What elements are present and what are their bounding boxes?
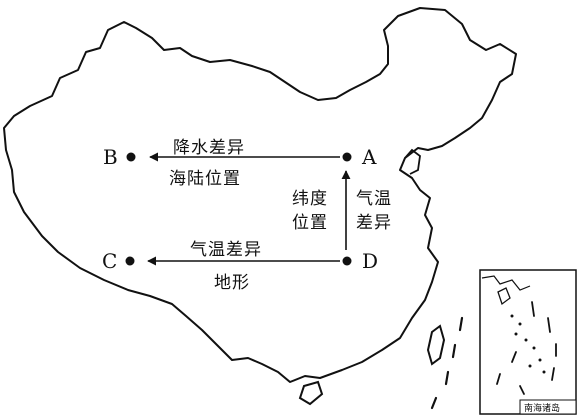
point-b-dot [126,152,136,162]
hainan-island [298,380,324,406]
arrow-d-to-a-label-right-line1: 气温 [356,189,392,209]
point-a-label: A [362,145,377,169]
point-d-label: D [362,249,379,273]
point-a-dot [342,152,352,162]
arrow-d-to-a-label-right: 气温 差异 [356,187,392,235]
inset-south-china-sea [479,269,577,415]
china-border [3,7,517,383]
point-c-label: C [102,249,118,273]
point-d-dot [342,256,352,266]
arrow-d-to-a-label-right-line2: 差异 [356,213,392,233]
point-c-dot [125,256,135,266]
arrow-d-to-c-label-below: 地形 [214,273,250,293]
arrow-d-to-c-label-above: 气温差异 [190,240,262,260]
bohai-coast [404,148,421,175]
taiwan-island [426,324,446,366]
arrow-d-to-a-label-left: 纬度 位置 [292,187,328,235]
arrow-a-to-b-label-above: 降水差异 [173,138,245,158]
maritime-boundary [430,316,464,410]
arrow-d-to-a-label-left-line1: 纬度 [292,189,328,209]
arrow-a-to-b-label-below: 海陆位置 [169,169,241,189]
point-b-label: B [103,145,118,169]
arrow-d-to-a-label-left-line2: 位置 [292,213,328,233]
inset-caption: 南海诸岛 [524,404,561,414]
